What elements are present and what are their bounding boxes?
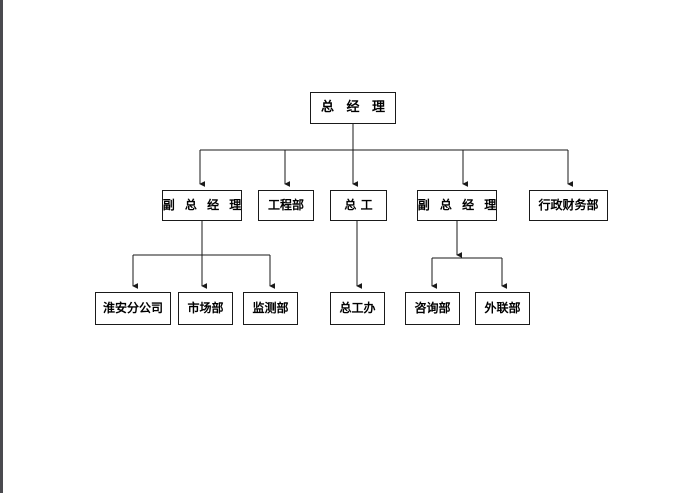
node-admin-finance-department[interactable]: 行政财务部: [529, 190, 608, 221]
node-deputy-general-manager-1[interactable]: 副 总 经 理: [162, 190, 242, 221]
node-monitoring-department[interactable]: 监测部: [243, 292, 298, 325]
page-left-edge: [0, 0, 3, 493]
node-general-manager[interactable]: 总 经 理: [310, 92, 396, 124]
node-engineering-department[interactable]: 工程部: [258, 190, 314, 221]
node-consulting-department[interactable]: 咨询部: [405, 292, 460, 325]
node-chief-engineer[interactable]: 总 工: [330, 190, 387, 221]
node-marketing-department[interactable]: 市场部: [178, 292, 233, 325]
node-huaian-branch[interactable]: 淮安分公司: [95, 292, 171, 325]
node-deputy-general-manager-2[interactable]: 副 总 经 理: [417, 190, 497, 221]
node-liaison-department[interactable]: 外联部: [475, 292, 530, 325]
node-chief-engineer-office[interactable]: 总工办: [330, 292, 385, 325]
